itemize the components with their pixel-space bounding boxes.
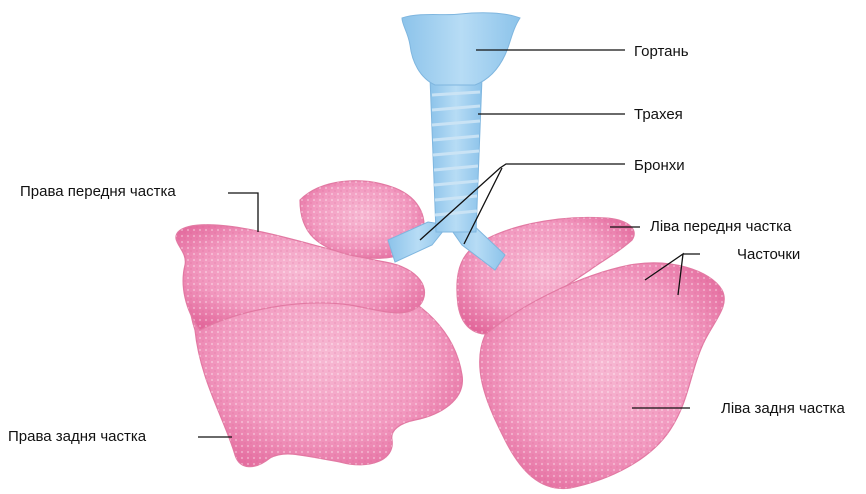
label-right-upper-lobe: Права передня частка	[20, 183, 176, 200]
label-lobules: Часточки	[737, 246, 800, 263]
label-larynx: Гортань	[634, 43, 689, 60]
label-trachea: Трахея	[634, 106, 683, 123]
label-left-upper-lobe: Ліва передня частка	[650, 218, 792, 235]
larynx	[402, 13, 520, 85]
label-left-lower-lobe: Ліва задня частка	[721, 400, 845, 417]
airway	[388, 13, 520, 270]
label-bronchi: Бронхи	[634, 157, 685, 174]
right-lung	[176, 181, 462, 467]
label-right-lower-lobe: Права задня частка	[8, 428, 147, 445]
